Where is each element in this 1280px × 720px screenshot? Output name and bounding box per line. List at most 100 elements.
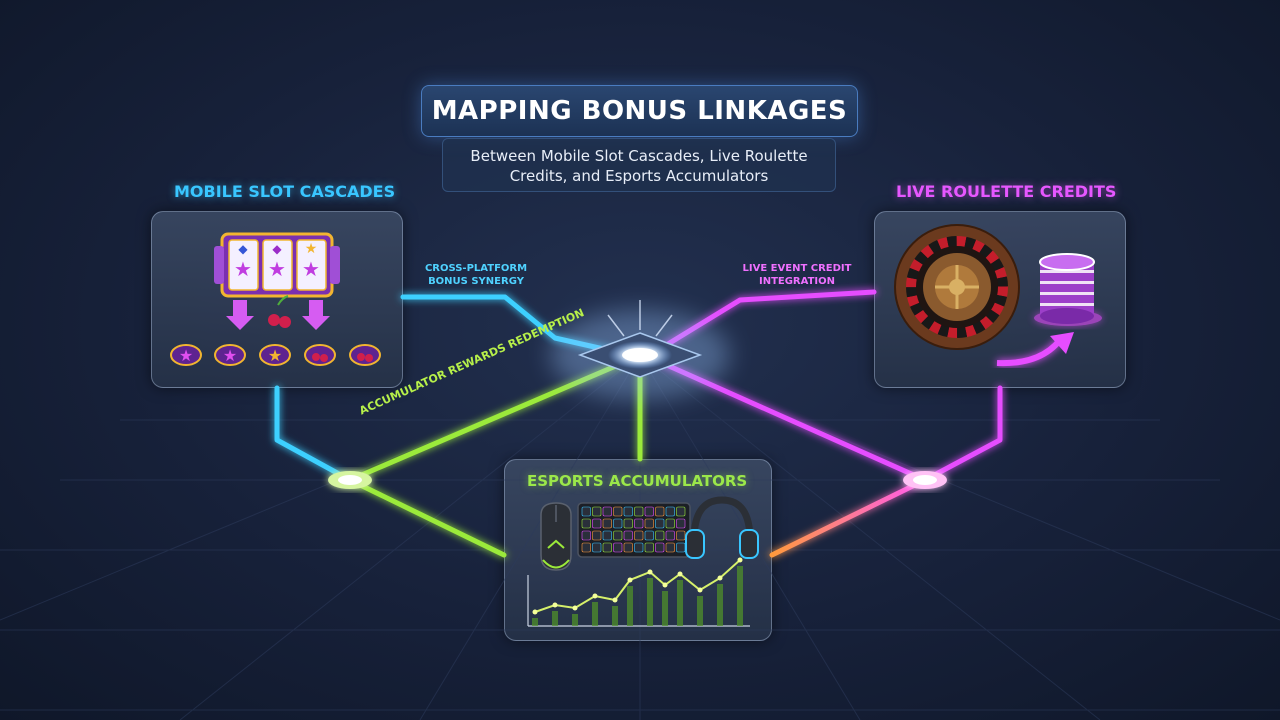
junction-left (328, 471, 372, 489)
central-hub (550, 300, 730, 400)
chart-bar (677, 580, 683, 626)
roulette-node-title: LIVE ROULETTE CREDITS (896, 182, 1117, 201)
chart-bar (532, 618, 538, 626)
chart-bar (552, 611, 558, 626)
page-subtitle: Between Mobile Slot Cascades, Live Roule… (442, 138, 836, 192)
svg-text:★: ★ (268, 346, 282, 365)
svg-text:◆: ◆ (238, 242, 248, 256)
keyboard-key (581, 542, 591, 553)
slot-machine-icon: ★ ★ ★ ★ ◆ ◆ (214, 232, 340, 298)
cascade-arrows (226, 300, 330, 330)
keyboard-key (644, 542, 654, 553)
chart-bar (572, 614, 578, 626)
keyboard-key (613, 506, 623, 517)
gaming-mouse-icon (540, 502, 572, 571)
keyboard-icon (577, 502, 691, 558)
keyboard-key (613, 518, 623, 529)
keyboard-key (602, 530, 612, 541)
keyboard-key (665, 530, 675, 541)
keyboard-key (655, 518, 665, 529)
keyboard-key (634, 530, 644, 541)
link-roulette-down-line (922, 385, 1003, 483)
chart-bar (697, 596, 703, 626)
svg-text:★: ★ (302, 257, 320, 281)
roulette-wheel-icon (894, 224, 1020, 350)
chart-bar (612, 606, 618, 626)
chart-point (717, 575, 723, 581)
keyboard-key (613, 542, 623, 553)
keyboard-key (655, 506, 665, 517)
live-event-link-label: LIVE EVENT CREDIT INTEGRATION (742, 262, 852, 288)
keyboard-key (665, 518, 675, 529)
headset-icon (685, 496, 759, 559)
svg-text:★: ★ (305, 241, 318, 257)
keyboard-key (634, 506, 644, 517)
cross-platform-label-line-2: BONUS SYNERGY (428, 276, 524, 287)
keyboard-key (665, 542, 675, 553)
keyboard-key (592, 530, 602, 541)
esports-node-title: ESPORTS ACCUMULATORS (527, 472, 748, 490)
link-left-esports-line (347, 477, 507, 558)
keyboard-key (634, 518, 644, 529)
slots-node-title: MOBILE SLOT CASCADES (174, 182, 396, 201)
keyboard-key (623, 518, 633, 529)
svg-text:★: ★ (223, 346, 237, 365)
svg-text:◆: ◆ (272, 242, 282, 256)
keyboard-key (623, 530, 633, 541)
symbol-chain: ★ ★ ★ (170, 344, 381, 366)
chart-point (532, 609, 538, 615)
curved-arrow-icon (996, 332, 1074, 367)
cherry-icon (268, 295, 291, 328)
keyboard-key (613, 530, 623, 541)
chart-bar (627, 586, 633, 626)
keyboard-key (676, 542, 686, 553)
keyboard-key (676, 506, 686, 517)
keyboard-key (581, 518, 591, 529)
keyboard-key (655, 530, 665, 541)
subtitle-line-1: Between Mobile Slot Cascades, Live Roule… (470, 147, 808, 165)
live-event-label-line-1: LIVE EVENT CREDIT (742, 263, 852, 274)
chart-bar (662, 591, 668, 626)
keyboard-key (592, 518, 602, 529)
junction-right (903, 471, 947, 489)
keyboard-key (676, 530, 686, 541)
keyboard-key (644, 506, 654, 517)
keyboard-key (602, 542, 612, 553)
keyboard-key (644, 530, 654, 541)
page-title: MAPPING BONUS LINKAGES (421, 85, 858, 137)
chart-point (612, 597, 618, 603)
line-chart-icon (527, 557, 750, 627)
link-right-esports-line (769, 477, 928, 558)
chart-bar (592, 602, 598, 626)
svg-text:★: ★ (179, 346, 193, 365)
chart-point (552, 602, 558, 608)
keyboard-key (634, 542, 644, 553)
keyboard-key (592, 506, 602, 517)
keyboard-key (602, 506, 612, 517)
chart-bar (717, 584, 723, 626)
chart-point (662, 582, 668, 588)
keyboard-key (623, 506, 633, 517)
keyboard-key (665, 506, 675, 517)
keyboard-key (644, 518, 654, 529)
keyboard-key (581, 530, 591, 541)
chart-point (647, 569, 653, 575)
chart-point (572, 605, 578, 611)
chart-bar (737, 566, 743, 626)
keyboard-key (581, 506, 591, 517)
link-slots-down-line (274, 385, 353, 483)
chart-point (677, 571, 683, 577)
keyboard-key (655, 542, 665, 553)
chip-stack-icon (1034, 253, 1102, 326)
chart-point (697, 587, 703, 593)
subtitle-line-2: Credits, and Esports Accumulators (509, 167, 769, 185)
keyboard-key (623, 542, 633, 553)
chart-bar (647, 578, 653, 626)
svg-text:★: ★ (234, 257, 252, 281)
chart-point (737, 557, 743, 563)
svg-text:★: ★ (268, 257, 286, 281)
live-event-label-line-2: INTEGRATION (758, 276, 836, 287)
keyboard-key (592, 542, 602, 553)
keyboard-key (676, 518, 686, 529)
